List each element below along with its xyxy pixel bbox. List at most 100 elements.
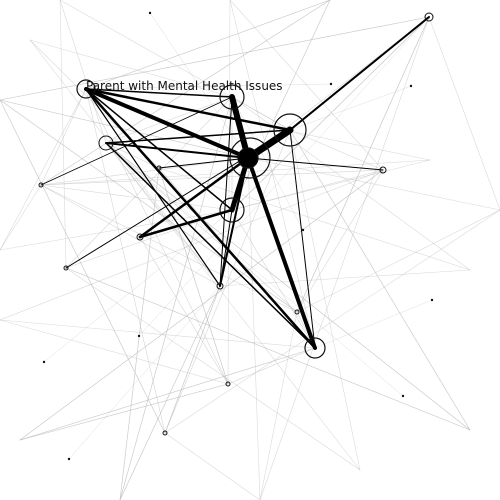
faint-edge <box>229 0 316 349</box>
faint-edge <box>40 184 298 313</box>
faint-edge <box>40 0 331 186</box>
faint-edge <box>119 96 233 500</box>
faint-edge <box>139 236 229 385</box>
edge <box>158 157 249 169</box>
isolated-node <box>430 298 434 302</box>
faint-edge <box>428 16 500 211</box>
faint-edge <box>231 96 304 231</box>
isolated-node <box>329 82 333 86</box>
edge <box>219 96 233 287</box>
graph-node <box>219 197 245 223</box>
graph-node <box>156 165 162 171</box>
isolated-node <box>148 11 152 15</box>
faint-edge <box>259 311 298 500</box>
faint-edge <box>29 39 221 287</box>
faint-edge <box>231 96 291 131</box>
faint-edge <box>227 347 316 385</box>
faint-edge <box>40 88 87 186</box>
graph-node <box>38 182 44 188</box>
isolated-node <box>67 457 71 461</box>
edge <box>84 87 250 160</box>
graph-node <box>273 113 307 147</box>
faint-edge <box>0 99 166 434</box>
faint-edge <box>119 167 160 500</box>
edge <box>84 87 292 132</box>
faint-edge <box>85 0 331 90</box>
faint-edge <box>119 285 221 500</box>
faint-edge <box>0 99 249 159</box>
highlighted-node-label: Parent with Mental Health Issues <box>86 79 283 93</box>
faint-edge <box>65 267 471 431</box>
faint-edge <box>289 85 412 131</box>
faint-edge <box>231 0 331 211</box>
faint-edge <box>85 83 332 90</box>
graph-node <box>424 12 434 22</box>
graph-node <box>219 84 245 110</box>
graph-node <box>76 79 96 99</box>
faint-edge <box>29 39 233 98</box>
edge <box>138 208 234 239</box>
faint-edge <box>40 184 221 287</box>
graph-node <box>98 135 114 151</box>
faint-edge <box>138 16 430 337</box>
faint-edge <box>105 142 221 287</box>
faint-edge <box>227 0 231 385</box>
faint-edge <box>105 142 160 169</box>
edge <box>247 157 384 171</box>
faint-edge <box>0 16 430 101</box>
faint-edge <box>231 209 316 349</box>
faint-edge <box>105 142 361 471</box>
graph-node <box>162 430 168 436</box>
faint-edge <box>40 157 251 186</box>
edge <box>219 209 233 287</box>
faint-edge <box>164 285 221 434</box>
isolated-node <box>401 394 405 398</box>
faint-edge <box>59 0 107 144</box>
faint-edge <box>247 157 261 500</box>
faint-edge <box>296 169 384 313</box>
faint-edge <box>0 319 316 349</box>
faint-edge <box>19 347 316 441</box>
graph-node <box>216 282 224 290</box>
faint-edge <box>164 209 500 434</box>
faint-edge <box>247 157 500 211</box>
faint-edge <box>19 383 229 441</box>
faint-edge <box>289 129 384 171</box>
hub-node <box>237 147 259 169</box>
graph-node <box>304 337 326 359</box>
isolated-node <box>137 334 141 338</box>
edge <box>105 142 316 349</box>
edge <box>40 96 233 186</box>
faint-edge <box>0 209 233 251</box>
graph-node <box>136 233 144 241</box>
faint-edge <box>65 267 361 471</box>
faint-edge <box>85 88 166 434</box>
graph-node <box>63 265 69 271</box>
isolated-node <box>42 360 46 364</box>
isolated-node <box>301 228 305 232</box>
graph-node <box>225 381 231 387</box>
faint-edge <box>164 129 291 434</box>
faint-edge <box>105 142 404 397</box>
graph-node <box>379 166 387 174</box>
edge <box>289 129 316 349</box>
edge <box>289 16 430 131</box>
faint-edge <box>59 0 67 269</box>
faint-edge <box>296 209 500 313</box>
faint-edge <box>0 319 229 385</box>
edge <box>138 156 250 239</box>
faint-edge <box>0 88 87 251</box>
faint-edge <box>289 129 361 471</box>
faint-edge <box>0 184 42 251</box>
faint-edge <box>0 99 298 313</box>
faint-edge <box>65 209 233 269</box>
graph-node <box>294 309 300 315</box>
faint-edge <box>19 169 384 441</box>
nodes-layer <box>38 11 434 461</box>
faint-edge <box>229 0 384 171</box>
edge <box>85 88 233 98</box>
edge <box>105 142 249 159</box>
